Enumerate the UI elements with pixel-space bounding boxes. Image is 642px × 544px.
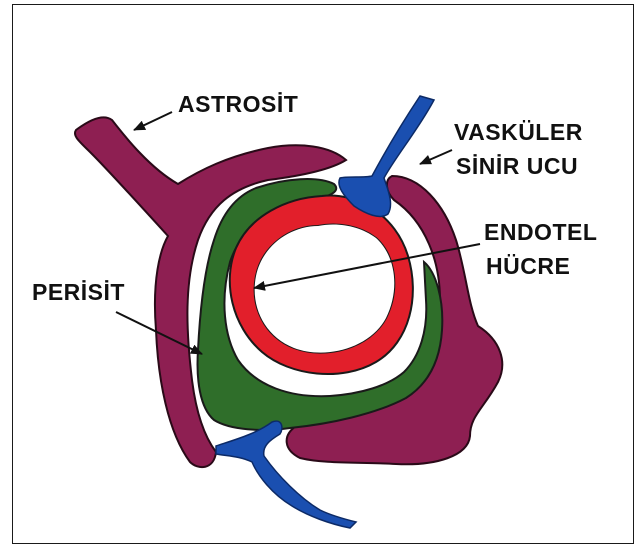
label-vascular-nerve-line1: VASKÜLER xyxy=(454,119,583,145)
label-pericyte: PERİSİT xyxy=(32,279,125,305)
label-astrocyte: ASTROSİT xyxy=(178,91,298,117)
vascular-nerve-arrow xyxy=(420,150,452,164)
astrocyte-arrow xyxy=(134,112,172,130)
label-endothelial-line1: ENDOTEL xyxy=(484,219,597,245)
label-vascular-nerve-line2: SİNİR UCU xyxy=(456,153,578,179)
capillary-lumen xyxy=(255,225,395,353)
label-endothelial-line2: HÜCRE xyxy=(486,253,570,279)
